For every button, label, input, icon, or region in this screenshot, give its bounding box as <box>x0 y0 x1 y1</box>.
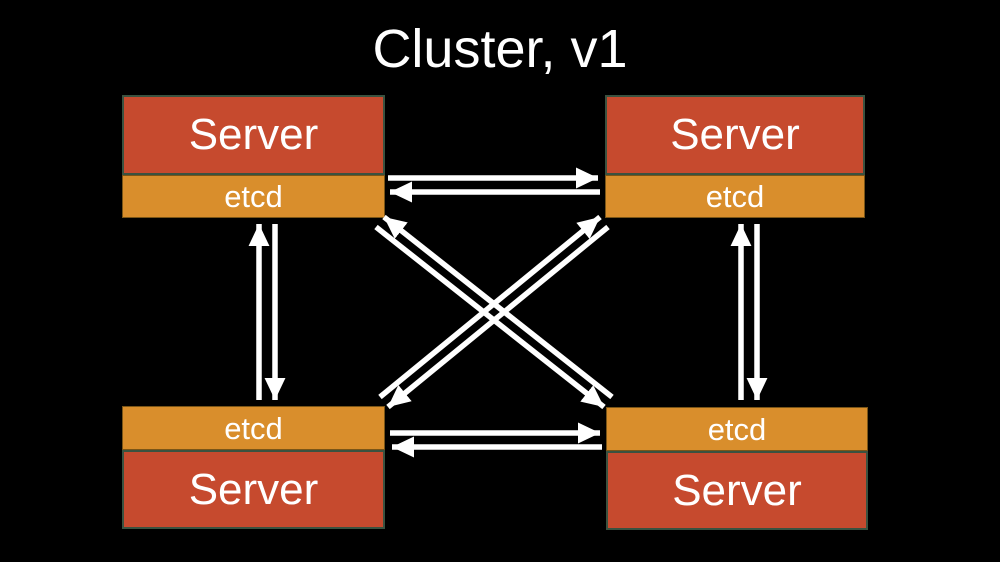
server-box: Server <box>122 450 385 529</box>
server-box: Server <box>606 451 868 530</box>
node-bottom-right: etcd Server <box>606 407 868 530</box>
server-box: Server <box>605 95 865 175</box>
arrow-diagonal-tlbr-up-left <box>382 214 614 400</box>
node-top-right: Server etcd <box>605 95 865 218</box>
arrow-diagonal-trbl-up-right <box>378 214 602 400</box>
etcd-box: etcd <box>122 406 385 450</box>
server-label: Server <box>188 110 319 159</box>
etcd-box: etcd <box>605 175 865 218</box>
arrow-diagonal-tlbr-down-right <box>374 224 606 410</box>
etcd-label: etcd <box>224 410 283 446</box>
server-label: Server <box>188 464 319 514</box>
node-top-left: Server etcd <box>122 95 385 218</box>
server-box: Server <box>122 95 385 175</box>
server-label: Server <box>670 110 800 159</box>
etcd-box: etcd <box>122 175 385 218</box>
node-bottom-left: etcd Server <box>122 406 385 529</box>
etcd-label: etcd <box>705 179 765 214</box>
etcd-label: etcd <box>224 179 283 214</box>
diagram-title: Cluster, v1 <box>372 19 628 79</box>
etcd-box: etcd <box>606 407 868 451</box>
server-label: Server <box>672 465 802 515</box>
etcd-label: etcd <box>707 411 767 447</box>
arrow-diagonal-trbl-down-left <box>386 224 610 410</box>
